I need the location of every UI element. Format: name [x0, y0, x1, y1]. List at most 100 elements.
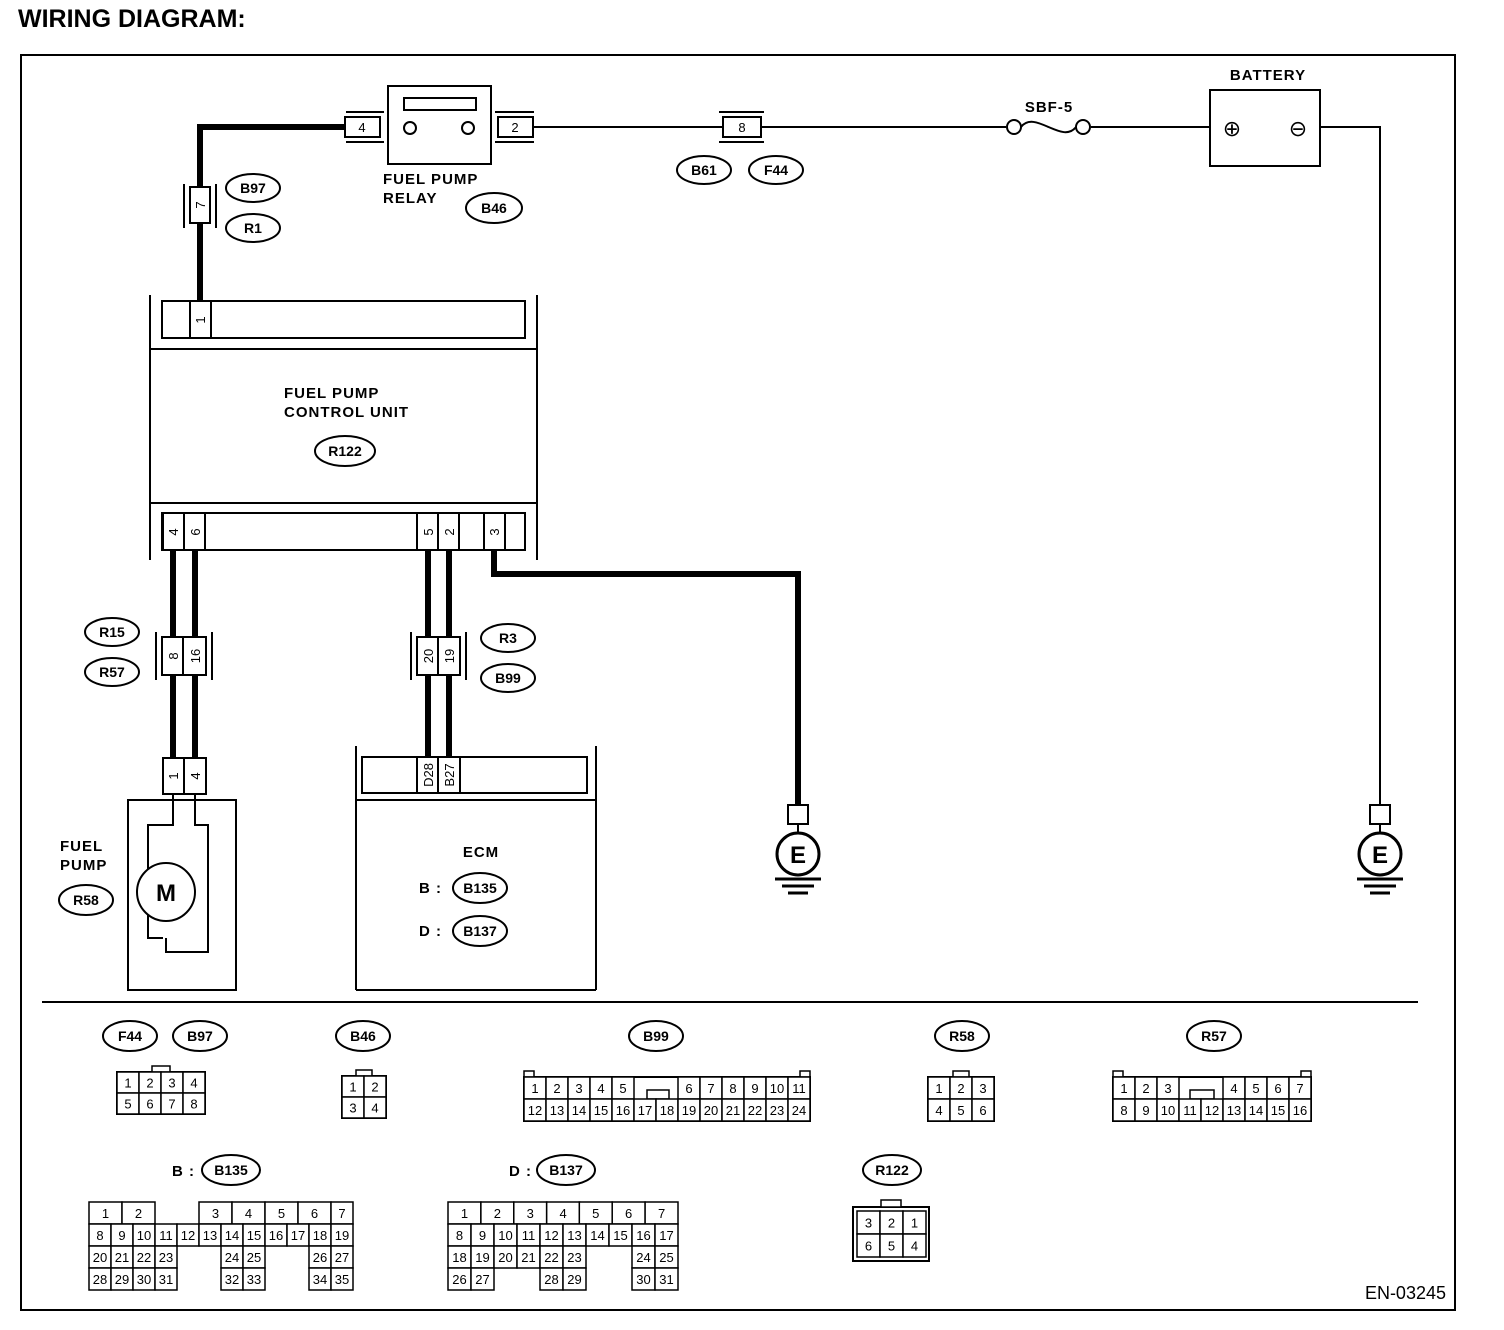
pin-number: 10	[1161, 1103, 1175, 1118]
pin-number: 14	[590, 1228, 604, 1243]
pin-cell	[562, 1267, 587, 1291]
pump-joint-tag-r15: R15	[84, 617, 140, 647]
pin-number: 19	[475, 1250, 489, 1265]
pin-number: 1	[531, 1081, 538, 1096]
pin-number: 18	[660, 1103, 674, 1118]
pin-number: 13	[567, 1228, 581, 1243]
pin-number: 7	[168, 1097, 175, 1112]
pin-number: 28	[93, 1272, 107, 1287]
pin-number: 1	[349, 1080, 356, 1095]
connector-7-tag-r1: R1	[225, 213, 281, 243]
relay-connector-right: 2	[495, 111, 534, 143]
pin-number: 16	[269, 1228, 283, 1243]
pin-number: 6	[685, 1081, 692, 1096]
pin-cell	[787, 1098, 811, 1122]
connector-8-tag-b61: B61	[676, 155, 732, 185]
diagram-title: WIRING DIAGRAM:	[18, 5, 246, 33]
pin-number: 18	[313, 1228, 327, 1243]
figure-code: EN-03245	[1365, 1283, 1446, 1303]
pin-number: 23	[567, 1250, 581, 1265]
pin-cell	[971, 1098, 995, 1122]
svg-text:B135: B135	[463, 880, 497, 896]
relay-connector-left: 4	[344, 111, 384, 143]
pin-number: 29	[115, 1272, 129, 1287]
pin-number: 16	[1293, 1103, 1307, 1118]
battery-label: BATTERY	[1230, 67, 1306, 84]
relay-pin-2: 2	[511, 120, 518, 135]
pin-number: 24	[225, 1250, 239, 1265]
pin-number: 6	[1274, 1081, 1281, 1096]
connector-8-tag-f44: F44	[748, 155, 804, 185]
pin-number: 4	[190, 1076, 197, 1091]
pin-number: 19	[335, 1228, 349, 1243]
pin-number: 18	[452, 1250, 466, 1265]
relay-label-line2: RELAY	[383, 190, 437, 207]
pin-number: 20	[704, 1103, 718, 1118]
pin-number: 21	[115, 1250, 129, 1265]
pin-number: 8	[729, 1081, 736, 1096]
pin-number: 13	[1227, 1103, 1241, 1118]
pin-number: 3	[349, 1101, 356, 1116]
pin-number: 1	[124, 1076, 131, 1091]
pin-number: 31	[159, 1272, 173, 1287]
pin-cell	[1288, 1098, 1312, 1122]
pin-number: 5	[124, 1097, 131, 1112]
pin-number: 3	[212, 1206, 219, 1221]
svg-text:B46: B46	[350, 1028, 376, 1044]
legend-tag-r57: R57	[1186, 1020, 1242, 1052]
relay-pin-4: 4	[358, 120, 365, 135]
pin-number: 2	[371, 1080, 378, 1095]
ground-label: E	[1372, 842, 1388, 869]
legend-tag-b99: B99	[628, 1020, 684, 1052]
pin-number: 6	[146, 1097, 153, 1112]
connector-7: 7 B97 R1	[183, 173, 281, 243]
pin-number: 2	[1142, 1081, 1149, 1096]
pin-number: 27	[335, 1250, 349, 1265]
pin-cell	[363, 1096, 387, 1119]
pin-number: 7	[658, 1206, 665, 1221]
pin-number: 14	[1249, 1103, 1263, 1118]
pin-number: 5	[619, 1081, 626, 1096]
pin-number: 2	[957, 1081, 964, 1096]
svg-text:B46: B46	[481, 200, 507, 216]
pin-number: 10	[137, 1228, 151, 1243]
pin-number: 2	[494, 1206, 501, 1221]
pin-number: 7	[1296, 1081, 1303, 1096]
pin-number: 30	[636, 1272, 650, 1287]
ecm-joint-tag-r3: R3	[480, 623, 536, 653]
battery: BATTERY ⊕ ⊖	[1209, 67, 1321, 167]
svg-text:R15: R15	[99, 624, 125, 640]
ground-label: E	[790, 842, 806, 869]
pin-number: 4	[371, 1101, 378, 1116]
svg-text:R122: R122	[875, 1162, 909, 1178]
legend-tag-b135: B135	[201, 1154, 261, 1186]
ecm-prefix-d: D :	[419, 923, 442, 940]
pin-number: 1	[911, 1216, 918, 1231]
pin-number: 12	[181, 1228, 195, 1243]
pin-number: 9	[118, 1228, 125, 1243]
ecm-pin-b27: B27	[442, 763, 457, 786]
svg-text:B61: B61	[691, 162, 717, 178]
pin-number: 15	[613, 1228, 627, 1243]
ecm: D28 B27 ECM B : B135 D : B137	[355, 746, 597, 991]
pin-number: 21	[521, 1250, 535, 1265]
connector-8-pin: 8	[738, 120, 745, 135]
pin-number: 10	[498, 1228, 512, 1243]
pin-number: 6	[865, 1239, 872, 1254]
pin-number: 1	[102, 1206, 109, 1221]
pin-number: 6	[625, 1206, 632, 1221]
pin-number: 15	[1271, 1103, 1285, 1118]
pump-pin-4: 4	[188, 772, 203, 779]
pump-label-line2: PUMP	[60, 857, 107, 874]
pin-number: 12	[528, 1103, 542, 1118]
fuel-pump-relay: 4 2 FUEL PUMP RELAY B46	[344, 85, 534, 224]
pin-number: 3	[1164, 1081, 1171, 1096]
svg-text:B99: B99	[495, 670, 521, 686]
pin-number: 4	[1230, 1081, 1237, 1096]
pump-joint-pin-16: 16	[188, 649, 203, 663]
svg-text:B97: B97	[187, 1028, 213, 1044]
